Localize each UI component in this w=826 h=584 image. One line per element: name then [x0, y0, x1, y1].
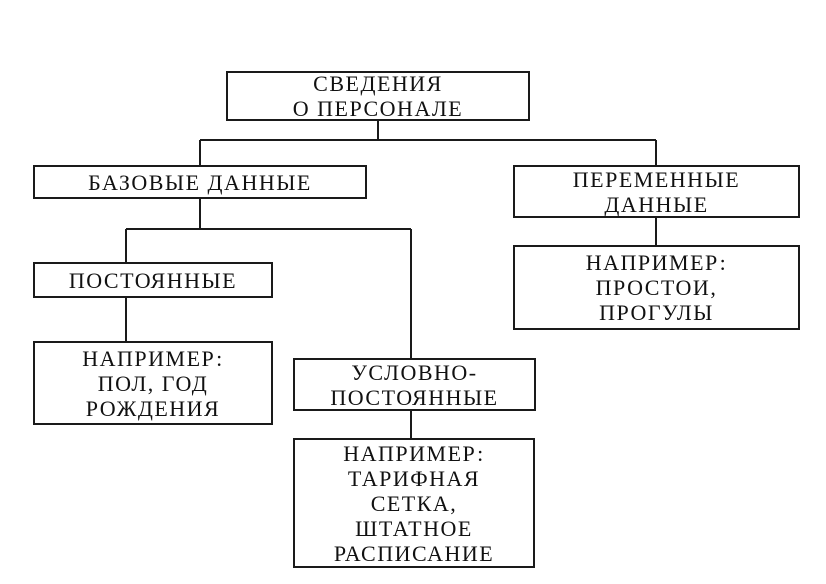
box-conditional-example-line-1: НАПРИМЕР: — [343, 440, 485, 466]
box-root-personnel-info: СВЕДЕНИЯ О ПЕРСОНАЛЕ — [226, 71, 530, 121]
box-constant-example-line-2: ПОЛ, ГОД — [97, 370, 209, 396]
box-conditional-example: НАПРИМЕР: ТАРИФНАЯ СЕТКА, ШТАТНОЕ РАСПИС… — [293, 438, 535, 568]
box-conditional: УСЛОВНО- ПОСТОЯННЫЕ — [293, 358, 536, 411]
box-constant-example-line-1: НАПРИМЕР: — [82, 345, 224, 371]
box-conditional-example-line-2: ТАРИФНАЯ — [347, 465, 481, 491]
box-conditional-line-1: УСЛОВНО- — [351, 359, 478, 385]
box-conditional-example-line-4: ШТАТНОЕ — [355, 515, 473, 541]
box-base-data-line-1: БАЗОВЫЕ ДАННЫЕ — [88, 169, 312, 195]
box-variable-example-line-2: ПРОСТОИ, — [595, 275, 718, 300]
box-variable-example-line-3: ПРОГУЛЫ — [599, 300, 714, 325]
box-base-data: БАЗОВЫЕ ДАННЫЕ — [33, 165, 367, 199]
box-variable-example-line-1: НАПРИМЕР: — [585, 250, 728, 275]
box-constant: ПОСТОЯННЫЕ — [33, 262, 273, 298]
box-variable-data: ПЕРЕМЕННЫЕ ДАННЫЕ — [513, 165, 800, 218]
box-conditional-line-2: ПОСТОЯННЫЕ — [330, 384, 499, 410]
box-root-line-2: О ПЕРСОНАЛЕ — [292, 96, 464, 121]
box-variable-data-line-2: ДАННЫЕ — [604, 191, 709, 217]
box-constant-example-line-3: РОЖДЕНИЯ — [85, 395, 221, 421]
box-constant-example: НАПРИМЕР: ПОЛ, ГОД РОЖДЕНИЯ — [33, 341, 273, 425]
box-variable-example: НАПРИМЕР: ПРОСТОИ, ПРОГУЛЫ — [513, 245, 800, 330]
box-conditional-example-line-3: СЕТКА, — [370, 490, 458, 516]
box-variable-data-line-1: ПЕРЕМЕННЫЕ — [572, 166, 741, 192]
box-conditional-example-line-5: РАСПИСАНИЕ — [333, 540, 495, 566]
box-root-line-1: СВЕДЕНИЯ — [313, 71, 443, 96]
box-constant-line-1: ПОСТОЯННЫЕ — [68, 267, 238, 293]
